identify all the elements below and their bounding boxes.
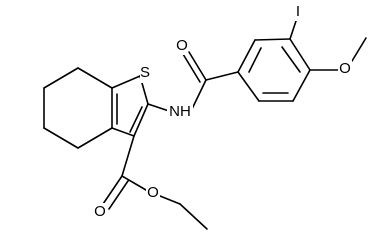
amide-oxygen-atom-label: O — [176, 37, 188, 54]
methoxy-oxygen-atom-label: O — [339, 60, 351, 77]
ester-oxygen-atom-label: O — [147, 184, 159, 201]
atom-label-layer: S NH O I O O O — [93, 3, 352, 222]
sulfur-atom-label: S — [140, 64, 150, 81]
nitrogen-atom-label: NH — [169, 103, 191, 120]
carbonyl-oxygen-atom-label: O — [94, 203, 106, 220]
iodine-atom-label: I — [296, 3, 300, 20]
bond-lines — [43, 17, 367, 230]
